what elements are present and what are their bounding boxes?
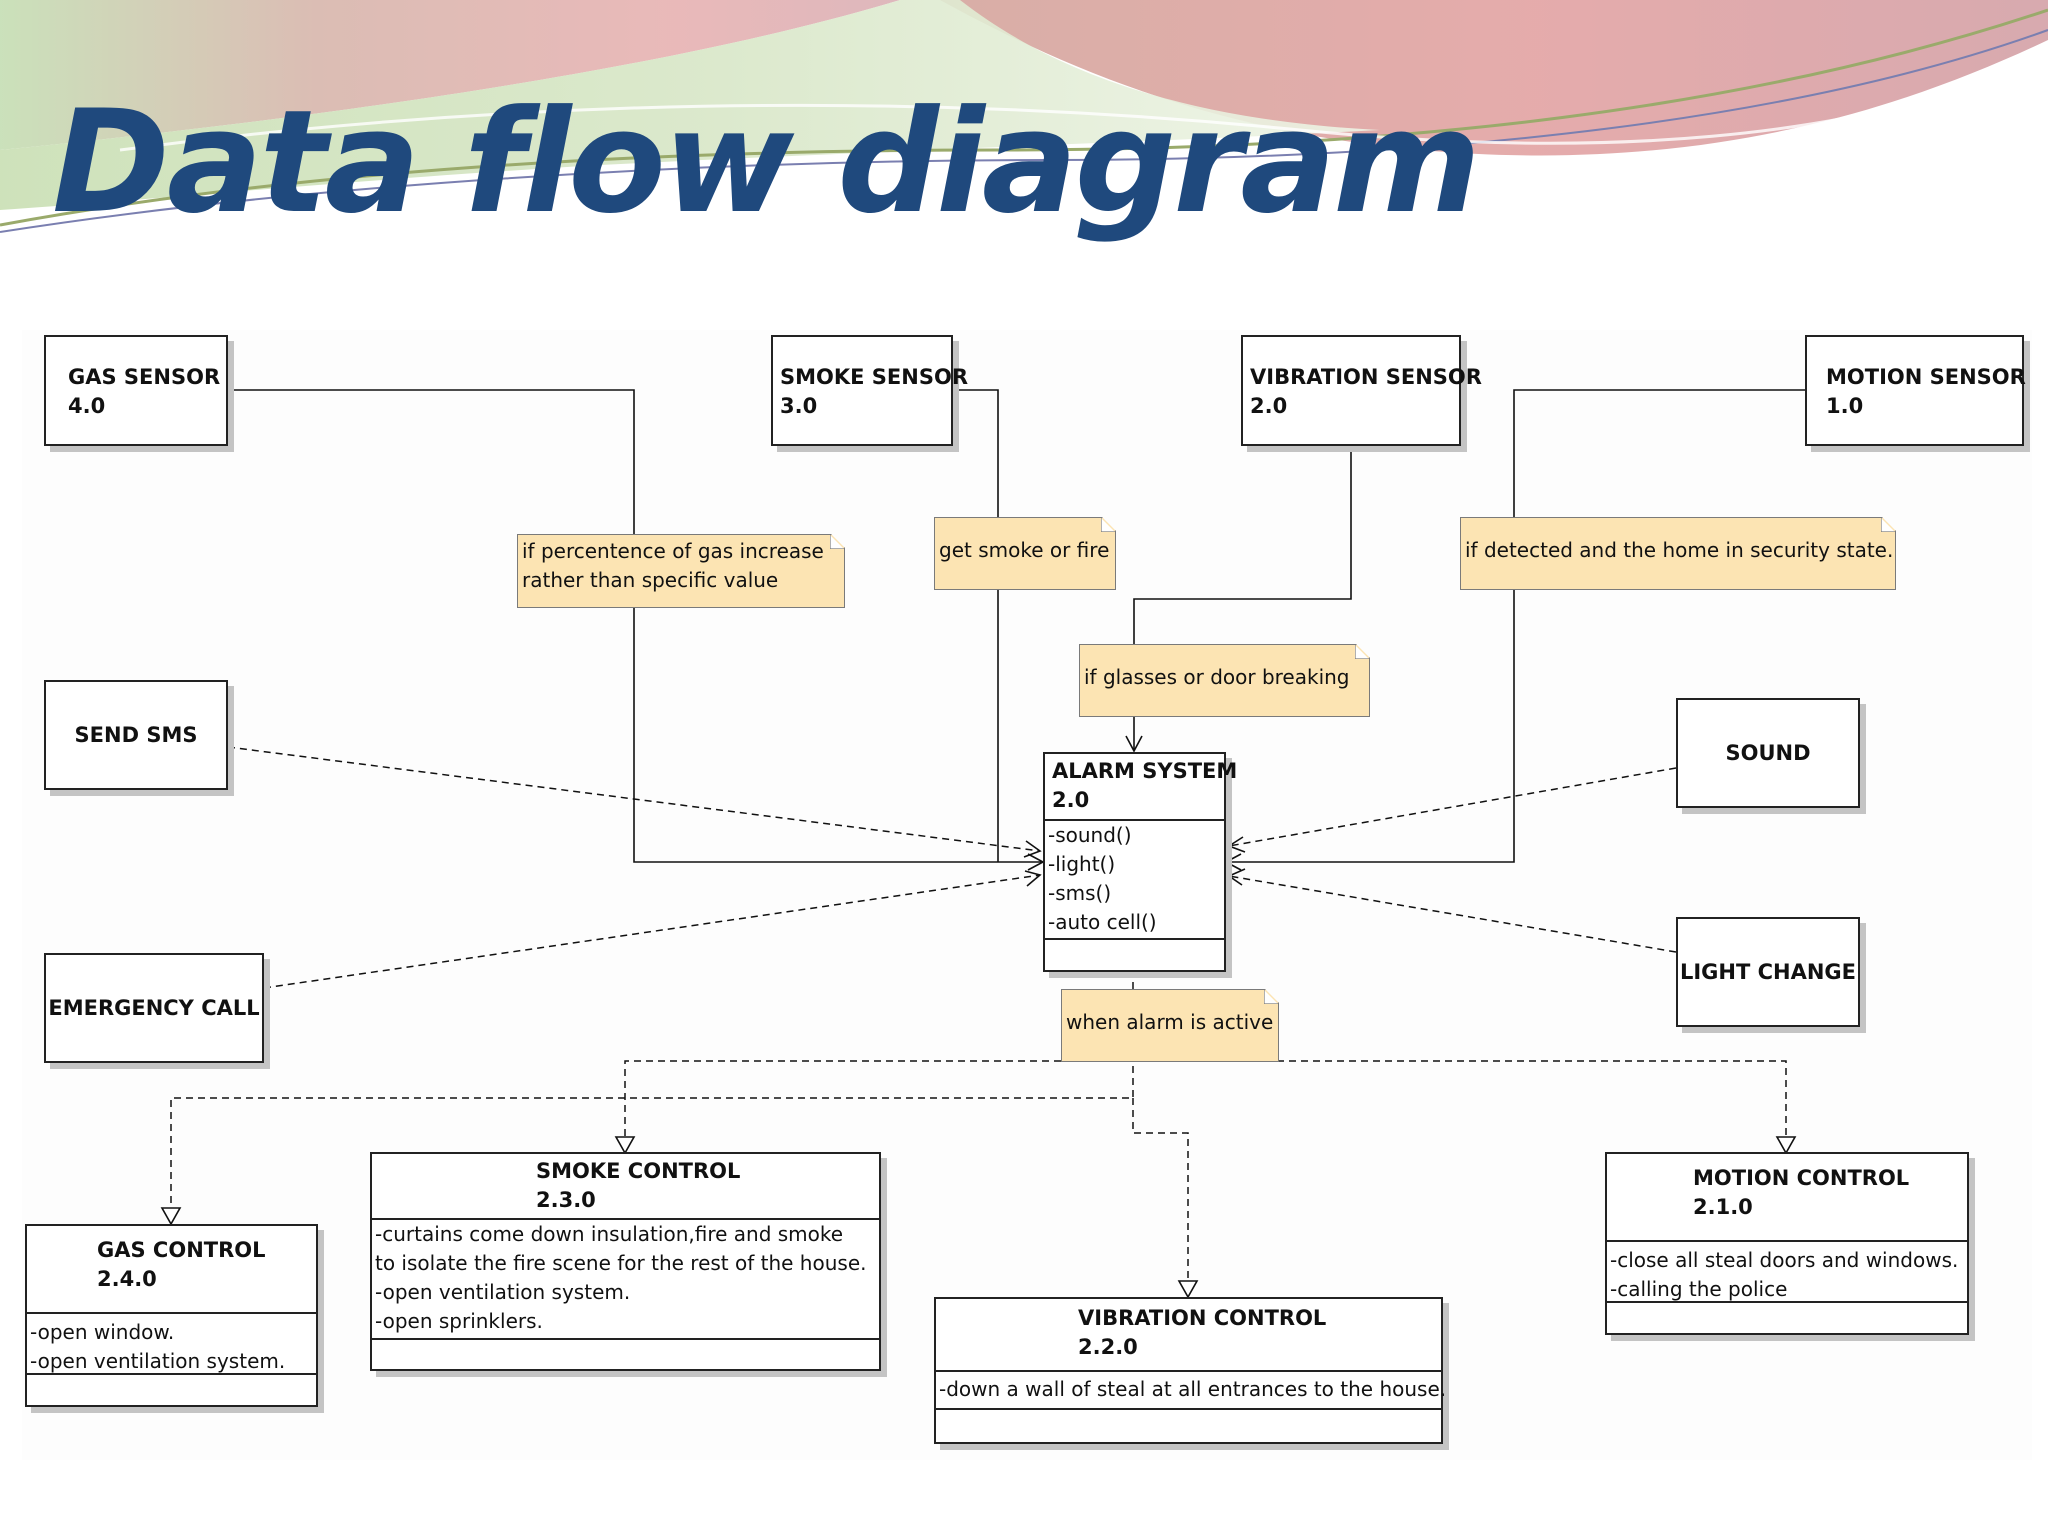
note-gas-line-2: rather than specific value (522, 568, 779, 592)
motion-sensor-name: MOTION SENSOR (1826, 365, 2026, 389)
vibration-control-operations: -down a wall of steal at all entrances t… (936, 1372, 1447, 1410)
gas-control-box: GAS CONTROL 2.4.0 -open window. -open ve… (25, 1224, 318, 1407)
gas-control-op-1: -open window. (30, 1320, 175, 1344)
motion-control-number: 2.1.0 (1693, 1195, 1753, 1219)
gas-control-operations: -open window. -open ventilation system. (27, 1314, 316, 1375)
smoke-control-number: 2.3.0 (536, 1188, 596, 1212)
page-title: Data flow diagram (52, 80, 1481, 245)
motion-control-box: MOTION CONTROL 2.1.0 -close all steal do… (1605, 1152, 1969, 1335)
vibration-sensor-number: 2.0 (1250, 394, 1288, 418)
alarm-system-operations: -sound() -light() -sms() -auto cell() (1045, 821, 1224, 940)
smoke-sensor-box: SMOKE SENSOR 3.0 (771, 335, 968, 446)
motion-control-name: MOTION CONTROL (1693, 1166, 1910, 1190)
note-smoke-text: get smoke or fire (939, 538, 1110, 562)
emergency-call-label: EMERGENCY CALL (48, 996, 260, 1020)
smoke-sensor-name: SMOKE SENSOR (780, 365, 968, 389)
vibration-control-number: 2.2.0 (1078, 1335, 1138, 1359)
sound-label: SOUND (1725, 741, 1811, 765)
vibration-sensor-box: VIBRATION SENSOR 2.0 (1241, 335, 1482, 446)
alarm-system-name: ALARM SYSTEM (1052, 759, 1238, 783)
motion-control-header: MOTION CONTROL 2.1.0 (1607, 1154, 1967, 1242)
motion-control-op-1: -close all steal doors and windows. (1610, 1248, 1959, 1272)
motion-control-operations: -close all steal doors and windows. -cal… (1607, 1242, 1967, 1303)
note-gas-condition: if percentence of gas increase rather th… (517, 534, 845, 608)
emergency-call-box: EMERGENCY CALL (44, 953, 264, 1063)
gas-control-number: 2.4.0 (97, 1267, 157, 1291)
smoke-control-operations: -curtains come down insulation,fire and … (372, 1220, 879, 1340)
note-vibration-condition: if glasses or door breaking (1079, 644, 1370, 717)
note-vibration-text: if glasses or door breaking (1084, 665, 1350, 689)
motion-control-op-2: -calling the police (1610, 1277, 1788, 1301)
send-sms-label: SEND SMS (74, 723, 198, 747)
vibration-control-box: VIBRATION CONTROL 2.2.0 -down a wall of … (934, 1297, 1447, 1444)
light-change-box: LIGHT CHANGE (1676, 917, 1860, 1027)
motion-sensor-box: MOTION SENSOR 1.0 (1805, 335, 2026, 446)
smoke-control-name: SMOKE CONTROL (536, 1159, 741, 1183)
note-smoke-condition: get smoke or fire (934, 517, 1116, 590)
op-light: -light() (1048, 852, 1116, 876)
sound-box: SOUND (1676, 698, 1860, 808)
vibration-control-header: VIBRATION CONTROL 2.2.0 (936, 1299, 1441, 1372)
note-motion-text: if detected and the home in security sta… (1465, 538, 1894, 562)
note-alarm-active: when alarm is active (1061, 989, 1279, 1062)
smoke-control-box: SMOKE CONTROL 2.3.0 -curtains come down … (370, 1152, 881, 1371)
alarm-system-box: ALARM SYSTEM 2.0 -sound() -light() -sms(… (1043, 752, 1238, 972)
op-sound: -sound() (1048, 823, 1132, 847)
vibration-control-op-1: -down a wall of steal at all entrances t… (939, 1377, 1447, 1401)
vibration-sensor-name: VIBRATION SENSOR (1250, 365, 1482, 389)
smoke-control-op-1: -curtains come down insulation,fire and … (375, 1222, 844, 1246)
smoke-sensor-number: 3.0 (780, 394, 818, 418)
smoke-control-op-2: to isolate the fire scene for the rest o… (375, 1251, 867, 1275)
motion-sensor-number: 1.0 (1826, 394, 1864, 418)
op-auto-cell: -auto cell() (1048, 910, 1157, 934)
gas-sensor-name: GAS SENSOR (68, 365, 221, 389)
smoke-control-op-4: -open sprinklers. (375, 1309, 543, 1333)
smoke-control-header: SMOKE CONTROL 2.3.0 (372, 1154, 879, 1220)
gas-control-op-2: -open ventilation system. (30, 1349, 286, 1373)
send-sms-box: SEND SMS (44, 680, 228, 790)
gas-control-name: GAS CONTROL (97, 1238, 266, 1262)
alarm-system-header: ALARM SYSTEM 2.0 (1045, 754, 1238, 821)
smoke-control-op-3: -open ventilation system. (375, 1280, 631, 1304)
wave-banner (0, 0, 2048, 233)
op-sms: -sms() (1048, 881, 1112, 905)
gas-sensor-number: 4.0 (68, 394, 106, 418)
gas-control-header: GAS CONTROL 2.4.0 (27, 1226, 316, 1314)
alarm-system-number: 2.0 (1052, 788, 1090, 812)
gas-sensor-box: GAS SENSOR 4.0 (44, 335, 228, 446)
note-gas-line-1: if percentence of gas increase (522, 539, 824, 563)
light-change-label: LIGHT CHANGE (1679, 960, 1857, 984)
note-motion-condition: if detected and the home in security sta… (1460, 517, 1896, 590)
note-alarm-text: when alarm is active (1066, 1010, 1274, 1034)
vibration-control-name: VIBRATION CONTROL (1078, 1306, 1327, 1330)
